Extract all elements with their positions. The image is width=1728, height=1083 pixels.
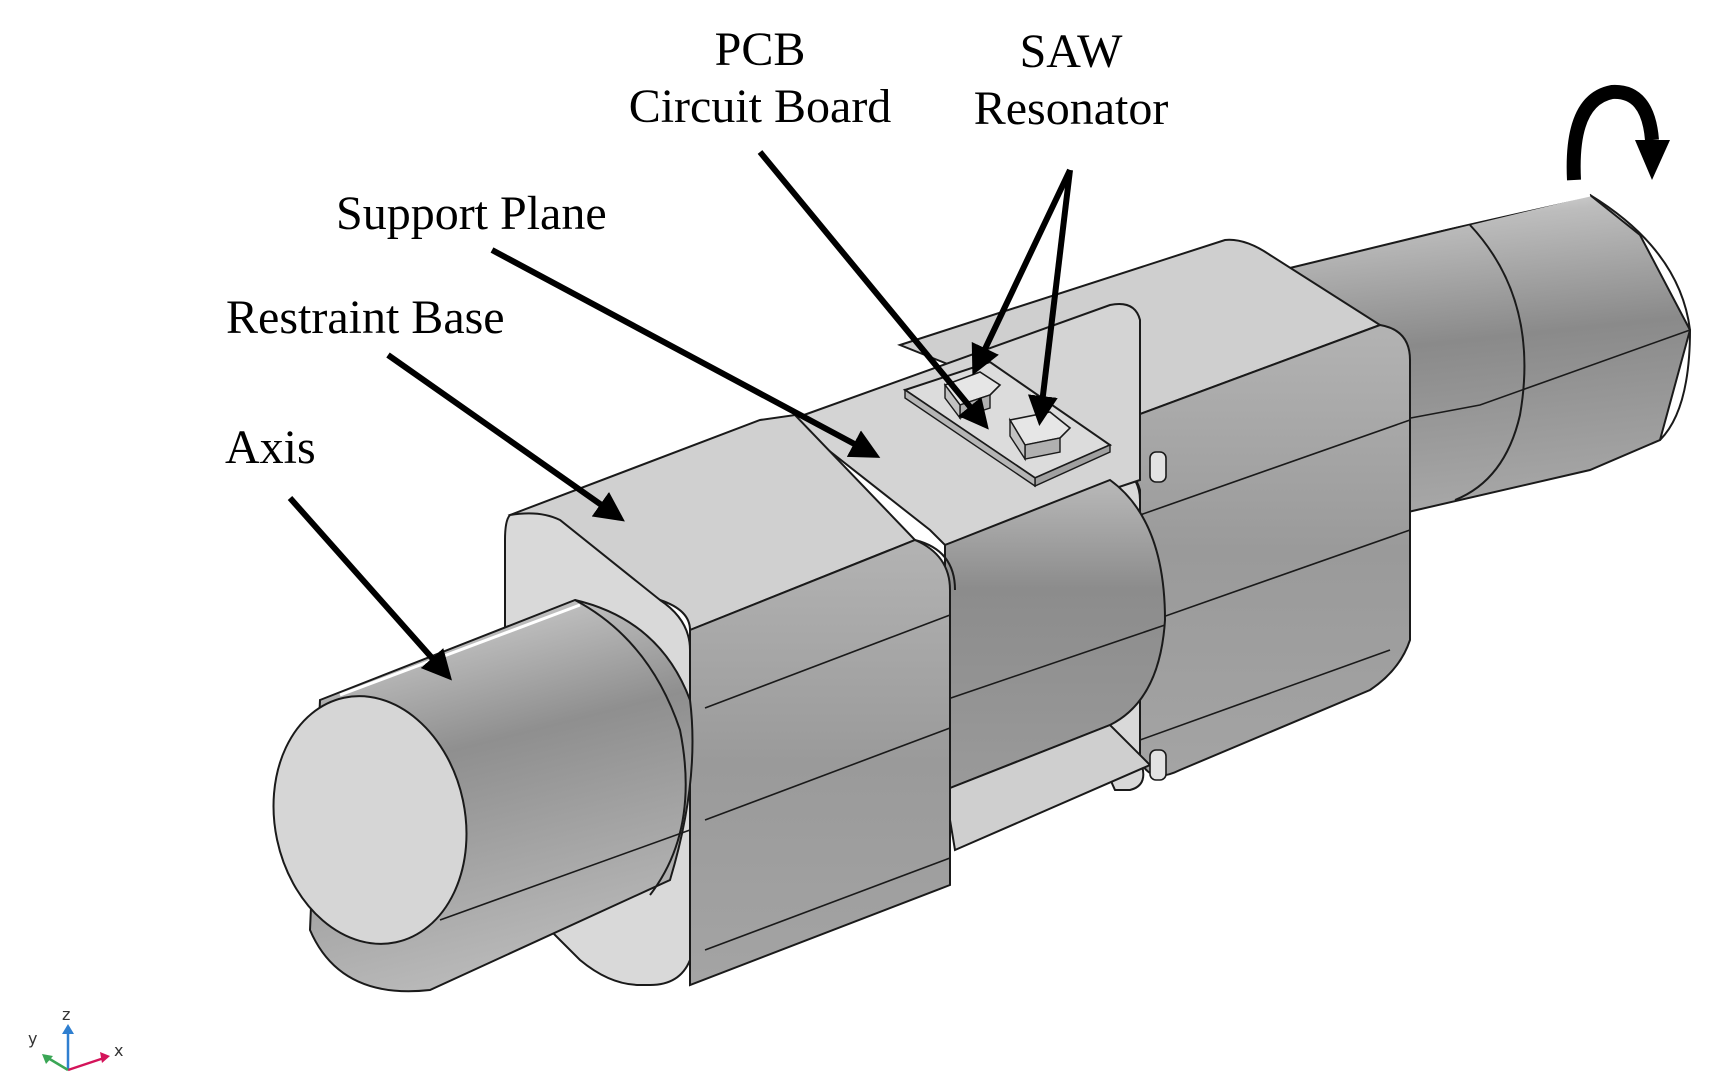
arrow-restraint-base [386, 352, 625, 522]
arrow-saw-2 [1027, 169, 1073, 426]
arrow-axis [287, 496, 452, 681]
leader-arrows [287, 150, 1073, 681]
restraint-base-label: Restraint Base [226, 291, 505, 344]
triad-y-label: y [28, 1029, 37, 1048]
axis-label: Axis [225, 421, 316, 474]
saw-label: SAW Resonator [956, 24, 1186, 137]
xyz-axes-triad-icon: z x y [28, 1005, 123, 1072]
rotation-arrow-icon [1566, 84, 1670, 181]
triad-z-label: z [62, 1005, 70, 1024]
pcb-label-line-1: PCB [714, 23, 806, 76]
saw-label-line-1: SAW [1019, 25, 1123, 78]
arrow-pcb [757, 150, 989, 430]
arrow-support-plane [490, 247, 881, 458]
arrow-saw-1 [971, 168, 1073, 376]
saw-label-line-2: Resonator [973, 81, 1169, 135]
left-shaft [272, 598, 694, 993]
support-plane-label: Support Plane [336, 187, 607, 240]
pcb-label-line-2: Circuit Board [628, 79, 892, 133]
triad-x-label: x [114, 1041, 123, 1060]
pcb-label: PCB Circuit Board [610, 22, 910, 135]
